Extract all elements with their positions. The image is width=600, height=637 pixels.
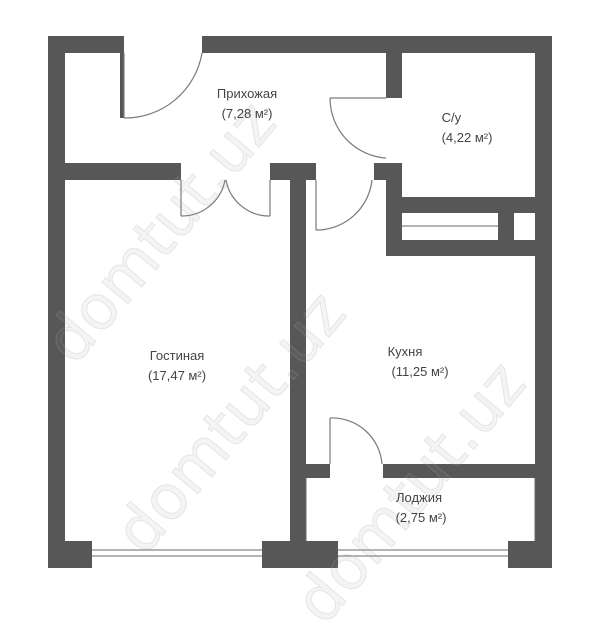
room-name-loggia: Лоджия — [395, 490, 443, 505]
floor-plan: domtut.uz domtut.uz domtut.uz Прихожая (… — [30, 36, 552, 637]
room-label-bathroom: С/у (4,22 м²) — [442, 108, 493, 148]
door-bath-swing — [329, 97, 387, 159]
room-name-hallway: Прихожая — [216, 86, 278, 101]
wall-center — [290, 163, 306, 568]
door-entrance-swing — [123, 52, 203, 119]
wall-left — [48, 36, 65, 568]
wall-bath-stub — [374, 163, 402, 180]
door-loggia-swing — [329, 417, 383, 465]
room-label-hallway: Прихожая (7,28 м²) — [217, 84, 277, 124]
door-living-swing-right — [225, 179, 271, 217]
wall-shaft-left — [386, 197, 402, 256]
wall-bath-bottom — [386, 197, 552, 213]
floor-plan-drawing — [48, 36, 552, 568]
room-label-kitchen: Кухня (11,25 м²) — [388, 342, 453, 382]
wall-loggia-top-left — [290, 464, 330, 478]
wall-shaft-bottom — [386, 240, 552, 256]
room-label-living: Гостиная (17,47 м²) — [148, 346, 206, 386]
wall-top-left — [48, 36, 124, 53]
wall-bottom-left — [48, 541, 92, 568]
door-kitchen-swing — [315, 179, 373, 231]
room-area-loggia: (2,75 м²) — [395, 510, 447, 525]
room-name-living: Гостиная — [149, 348, 205, 363]
door-living-swing-left — [180, 179, 226, 217]
room-area-kitchen: (11,25 м²) — [391, 364, 449, 379]
room-area-bathroom: (4,22 м²) — [441, 130, 493, 145]
room-label-loggia: Лоджия (2,75 м²) — [396, 488, 447, 528]
room-name-bathroom: С/у — [441, 110, 462, 125]
doors — [123, 52, 387, 465]
wall-bottom-mid — [262, 541, 338, 568]
room-area-hallway: (7,28 м²) — [221, 106, 273, 121]
room-area-living: (17,47 м²) — [147, 368, 207, 383]
wall-entrance-stub — [120, 36, 124, 118]
wall-loggia-top-right — [383, 464, 552, 478]
wall-right — [535, 36, 552, 568]
walls — [48, 36, 552, 568]
wall-bath-left — [386, 36, 402, 98]
wall-bottom-right — [508, 541, 552, 568]
wall-shaft-divider — [498, 197, 514, 256]
windows — [92, 225, 536, 557]
wall-hall-living-left — [48, 163, 181, 180]
wall-top-right — [202, 36, 552, 53]
room-name-kitchen: Кухня — [387, 344, 423, 359]
